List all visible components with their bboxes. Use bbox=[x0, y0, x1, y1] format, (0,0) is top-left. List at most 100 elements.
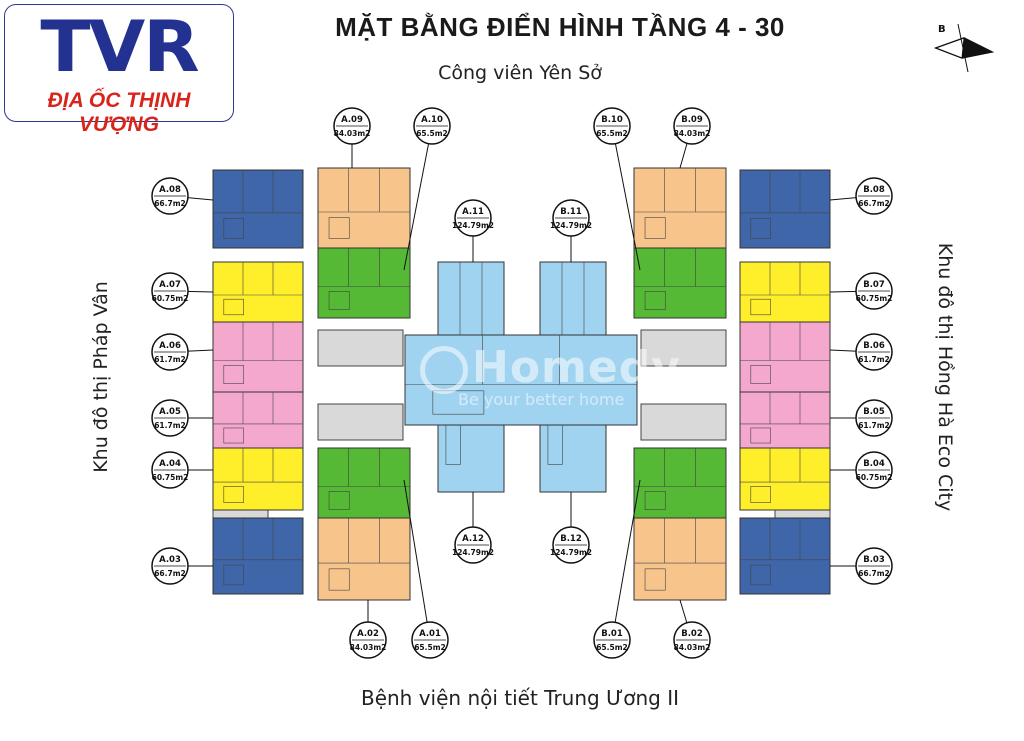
logo-main-text: TVR bbox=[40, 6, 199, 88]
room-outline bbox=[328, 491, 350, 510]
room-outline bbox=[750, 218, 771, 239]
unit-tag: B.07 60.75m2 bbox=[829, 272, 893, 310]
unit-area: 124.79m2 bbox=[452, 221, 494, 230]
unit-block bbox=[633, 517, 727, 601]
unit-area: 84.03m2 bbox=[674, 643, 711, 652]
unit-block bbox=[739, 169, 831, 249]
room-outline bbox=[644, 291, 666, 310]
unit-area: 61.7m2 bbox=[154, 355, 186, 364]
edge-label-bottom: Bệnh viện nội tiết Trung Ương II bbox=[360, 686, 680, 710]
unit-block bbox=[212, 447, 304, 511]
unit-code: A.08 bbox=[159, 185, 181, 195]
unit-code: B.04 bbox=[863, 459, 885, 469]
unit-tag: B.01 65.5m2 bbox=[593, 479, 641, 659]
unit-code: A.12 bbox=[462, 534, 484, 544]
unit-area: 124.79m2 bbox=[550, 548, 592, 557]
unit-blocks bbox=[212, 167, 831, 601]
unit-code: B.03 bbox=[863, 555, 885, 565]
unit-code: B.05 bbox=[863, 407, 885, 417]
unit-block bbox=[633, 247, 727, 319]
unit-area: 66.7m2 bbox=[858, 199, 890, 208]
unit-code: A.06 bbox=[159, 341, 181, 351]
core-block bbox=[640, 329, 727, 367]
unit-code: A.01 bbox=[419, 629, 441, 639]
unit-code: B.11 bbox=[560, 207, 582, 217]
unit-area: 65.5m2 bbox=[596, 643, 628, 652]
edge-label-top: Công viên Yên Sở bbox=[438, 62, 602, 84]
unit-tag: A.07 60.75m2 bbox=[151, 272, 214, 310]
room-outline bbox=[328, 291, 350, 310]
unit-tag: A.11 124.79m2 bbox=[452, 199, 494, 262]
unit-code: B.01 bbox=[601, 629, 623, 639]
unit-code: B.10 bbox=[601, 115, 623, 125]
unit-tag: A.08 66.7m2 bbox=[151, 177, 214, 215]
unit-area: 60.75m2 bbox=[856, 473, 893, 482]
unit-area: 66.7m2 bbox=[858, 569, 890, 578]
homedy-watermark: Homedy Be your better home bbox=[420, 340, 680, 420]
room-outline bbox=[223, 365, 244, 384]
unit-tag: B.11 124.79m2 bbox=[550, 199, 592, 262]
room-outline bbox=[750, 365, 771, 384]
unit-tag: B.12 124.79m2 bbox=[550, 492, 592, 564]
room-outline bbox=[223, 298, 244, 316]
unit-area: 84.03m2 bbox=[674, 129, 711, 138]
unit-area: 61.7m2 bbox=[154, 421, 186, 430]
unit-code: A.05 bbox=[159, 407, 181, 417]
homedy-logo-icon bbox=[420, 346, 468, 394]
unit-block bbox=[633, 167, 727, 249]
unit-area: 66.7m2 bbox=[154, 569, 186, 578]
unit-tag: A.06 61.7m2 bbox=[151, 333, 214, 371]
unit-block bbox=[317, 247, 411, 319]
unit-area: 65.5m2 bbox=[596, 129, 628, 138]
tvr-logo: TVR ĐỊA ỐC THỊNH VƯỢNG bbox=[4, 4, 234, 136]
unit-tag: A.12 124.79m2 bbox=[452, 492, 494, 564]
unit-area: 60.75m2 bbox=[152, 294, 189, 303]
compass-icon: B bbox=[933, 23, 995, 73]
unit-area: 124.79m2 bbox=[452, 548, 494, 557]
watermark-tagline: Be your better home bbox=[458, 390, 625, 409]
core-block bbox=[317, 403, 404, 441]
unit-block bbox=[739, 391, 831, 451]
unit-tag: B.04 60.75m2 bbox=[830, 451, 893, 489]
unit-block bbox=[317, 517, 411, 601]
unit-code: A.11 bbox=[462, 207, 484, 217]
unit-area: 60.75m2 bbox=[152, 473, 189, 482]
unit-block bbox=[212, 321, 304, 393]
page-title: MẶT BẰNG ĐIỂN HÌNH TẦNG 4 - 30 bbox=[335, 12, 785, 42]
unit-block bbox=[212, 391, 304, 451]
unit-block bbox=[212, 261, 304, 323]
unit-block bbox=[212, 169, 304, 249]
leader-line bbox=[403, 479, 431, 641]
unit-block bbox=[739, 261, 831, 323]
core-block bbox=[640, 403, 727, 441]
unit-code: B.12 bbox=[560, 534, 582, 544]
unit-block bbox=[317, 167, 411, 249]
room-outline bbox=[223, 427, 244, 444]
watermark-name: Homedy bbox=[472, 342, 681, 393]
room-outline bbox=[644, 568, 666, 591]
room-outline bbox=[328, 217, 350, 239]
unit-code: A.10 bbox=[421, 115, 443, 125]
unit-area: 124.79m2 bbox=[550, 221, 592, 230]
unit-code: B.07 bbox=[863, 280, 885, 290]
unit-area: 60.75m2 bbox=[856, 294, 893, 303]
unit-block bbox=[212, 517, 304, 595]
leader-line bbox=[611, 479, 641, 641]
unit-code: A.07 bbox=[159, 280, 181, 290]
room-outline bbox=[223, 564, 244, 586]
room-outline bbox=[750, 486, 771, 503]
unit-area: 66.7m2 bbox=[154, 199, 186, 208]
room-outline bbox=[750, 427, 771, 444]
